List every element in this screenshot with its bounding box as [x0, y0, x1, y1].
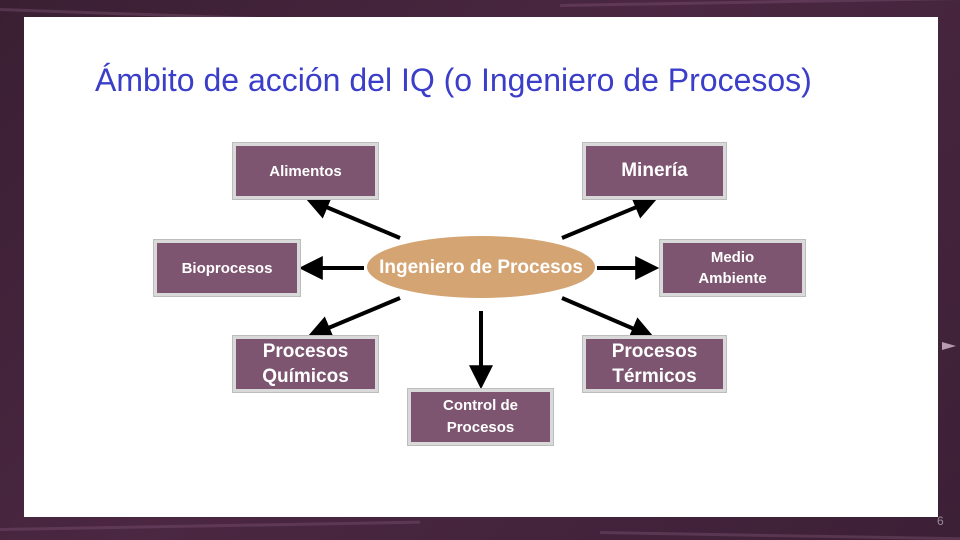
arrow-to-alimentos — [305, 196, 401, 240]
node-medio-ambiente-line1: Medio — [710, 249, 755, 266]
arrow-to-mineria — [561, 196, 658, 240]
arrow-to-procesos-quimicos — [307, 296, 401, 339]
node-mineria: Minería — [583, 143, 726, 199]
node-control-procesos-line1: Control de — [443, 397, 518, 414]
center-node-line1: Ingeniero de — [379, 256, 493, 278]
side-arrow-marker — [942, 342, 956, 350]
node-control-procesos: Control de Procesos — [408, 389, 553, 445]
node-mineria-label: Minería — [621, 160, 688, 181]
arrow-to-procesos-termicos — [561, 296, 655, 340]
slide-title: Ámbito de acción del IQ (o Ingeniero de … — [95, 62, 812, 98]
node-procesos-termicos-line1: Procesos — [611, 341, 698, 362]
node-bioprocesos-label: Bioprocesos — [181, 259, 273, 277]
center-node-line2: Procesos — [497, 256, 583, 278]
node-alimentos-label: Alimentos — [269, 162, 342, 180]
node-procesos-termicos-line2: Térmicos — [612, 366, 697, 387]
page-number: 6 — [937, 514, 944, 528]
node-procesos-quimicos-line1: Procesos — [262, 341, 349, 362]
center-node-ingeniero-procesos: Ingeniero de Procesos — [367, 236, 595, 298]
node-medio-ambiente: Medio Ambiente — [660, 240, 805, 296]
node-procesos-termicos: Procesos Térmicos — [583, 336, 726, 392]
node-procesos-quimicos: Procesos Químicos — [233, 336, 378, 392]
node-medio-ambiente-line2: Ambiente — [698, 270, 767, 287]
node-procesos-quimicos-line2: Químicos — [262, 366, 349, 387]
node-bioprocesos: Bioprocesos — [154, 240, 300, 296]
node-alimentos: Alimentos — [233, 143, 378, 199]
node-control-procesos-line2: Procesos — [446, 419, 515, 436]
